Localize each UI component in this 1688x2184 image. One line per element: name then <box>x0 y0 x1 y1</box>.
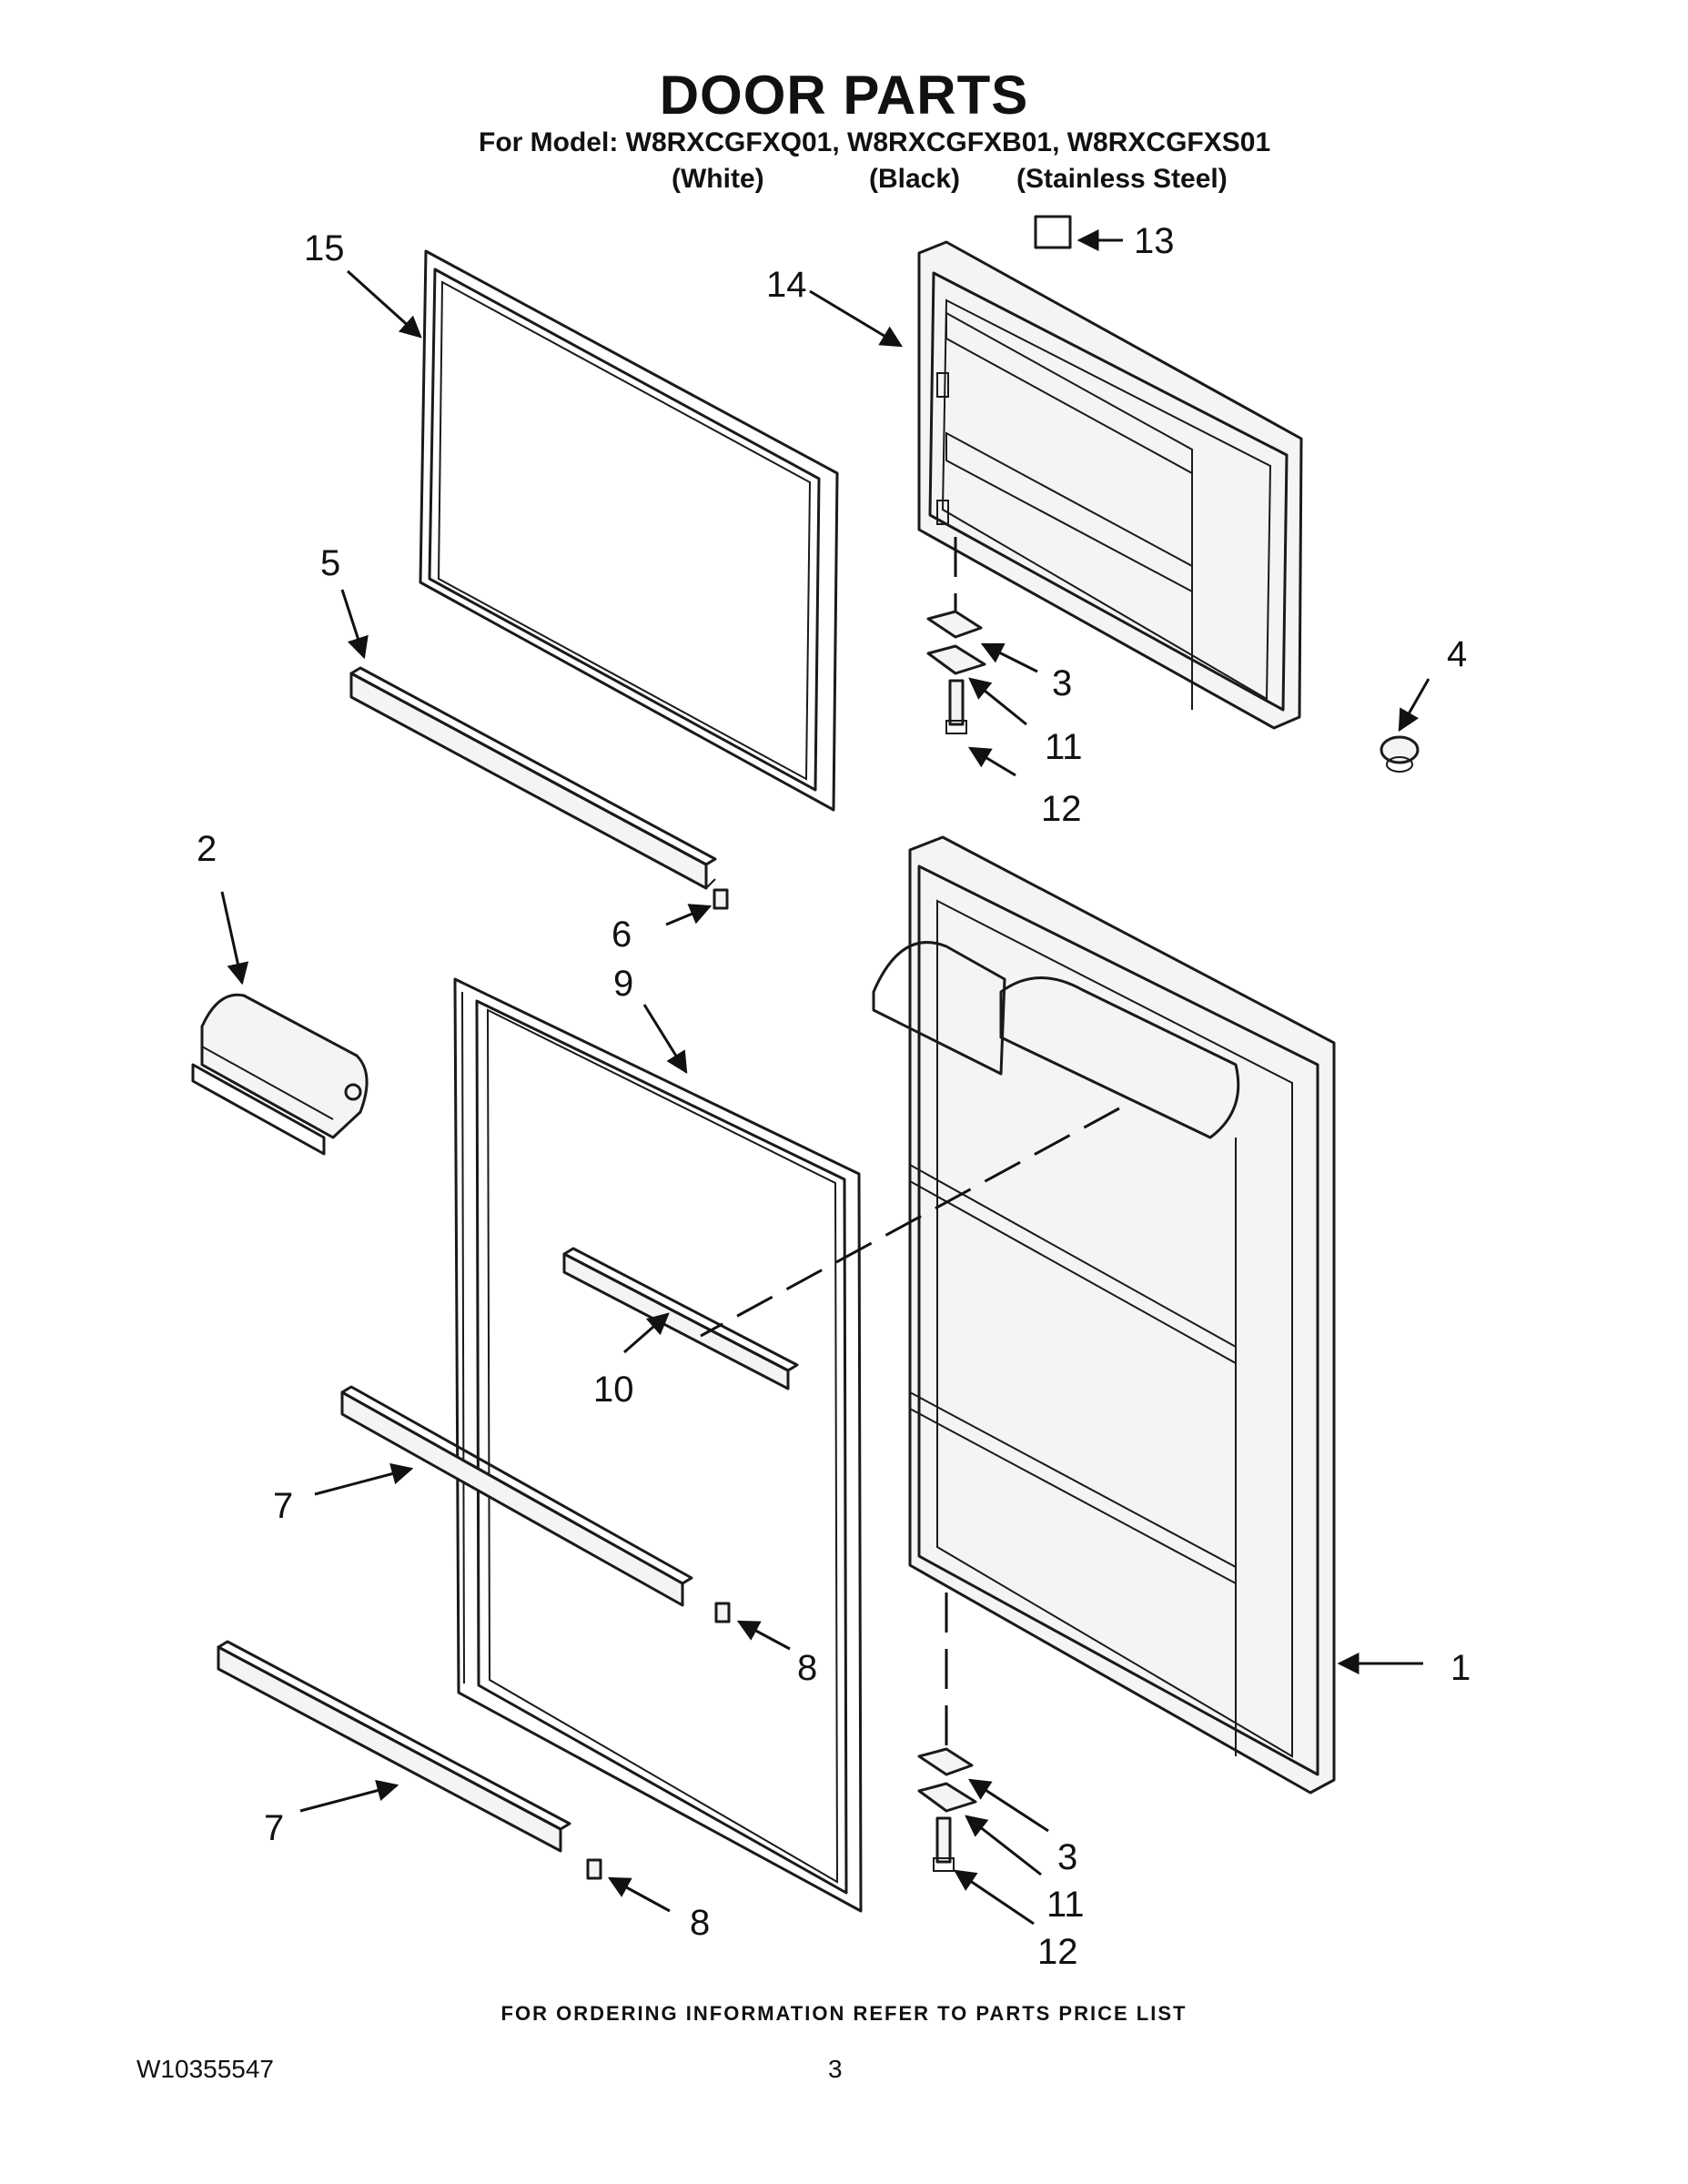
fresh-food-door <box>872 835 1336 1795</box>
page-number: 3 <box>828 2055 843 2083</box>
callout-3-upper: 3 <box>1052 663 1072 703</box>
variant-stainless: (Stainless Steel) <box>1016 164 1228 194</box>
fresh-food-door-gasket <box>453 977 863 1913</box>
door-shelf-trim-upper <box>340 1385 693 1607</box>
callout-3-lower: 3 <box>1057 1837 1077 1877</box>
trim-end-cap <box>713 888 729 910</box>
callout-10: 10 <box>593 1370 634 1410</box>
dairy-retainer-bar <box>562 1247 799 1390</box>
callout-12-upper: 12 <box>1041 789 1082 829</box>
upper-hinge-assembly <box>926 537 986 734</box>
callout-9: 9 <box>613 964 633 1004</box>
callout-11-lower: 11 <box>1046 1885 1085 1925</box>
callout-12-lower: 12 <box>1037 1932 1078 1972</box>
document-id: W10355547 <box>136 2055 275 2083</box>
callout-2: 2 <box>197 829 217 869</box>
freezer-door-gasket <box>419 249 839 812</box>
callout-7-lower: 7 <box>264 1808 284 1848</box>
callout-14: 14 <box>766 265 807 305</box>
variant-black: (Black) <box>869 164 961 194</box>
callout-11-upper: 11 <box>1045 727 1083 767</box>
freezer-trim-strip <box>349 666 717 890</box>
page-title: DOOR PARTS <box>659 65 1029 126</box>
callout-8-upper: 8 <box>797 1648 817 1688</box>
variant-white: (White) <box>672 164 764 194</box>
model-line: For Model: W8RXCGFXQ01, W8RXCGFXB01, W8R… <box>479 127 1271 157</box>
callout-15: 15 <box>304 228 345 268</box>
ordering-note: FOR ORDERING INFORMATION REFER TO PARTS … <box>500 2002 1188 2025</box>
shelf-trim-end-cap-lower <box>586 1858 602 1880</box>
callout-5: 5 <box>320 543 340 583</box>
hole-plug <box>1380 735 1420 773</box>
callout-4: 4 <box>1447 634 1467 674</box>
freezer-door <box>917 240 1303 730</box>
leader-lines <box>220 229 1430 1926</box>
callout-13: 13 <box>1134 221 1175 261</box>
lower-hinge-assembly <box>917 1747 977 1872</box>
shelf-trim-end-cap-upper <box>714 1602 731 1623</box>
label-card <box>1034 215 1072 249</box>
callout-1: 1 <box>1450 1648 1471 1688</box>
callout-7-upper: 7 <box>273 1486 293 1526</box>
callout-8-lower: 8 <box>690 1903 710 1943</box>
assembly-line-retainer <box>700 1107 1120 1338</box>
dairy-compartment-door <box>191 993 369 1156</box>
callout-6: 6 <box>612 915 632 955</box>
door-shelf-trim-lower <box>217 1640 571 1853</box>
